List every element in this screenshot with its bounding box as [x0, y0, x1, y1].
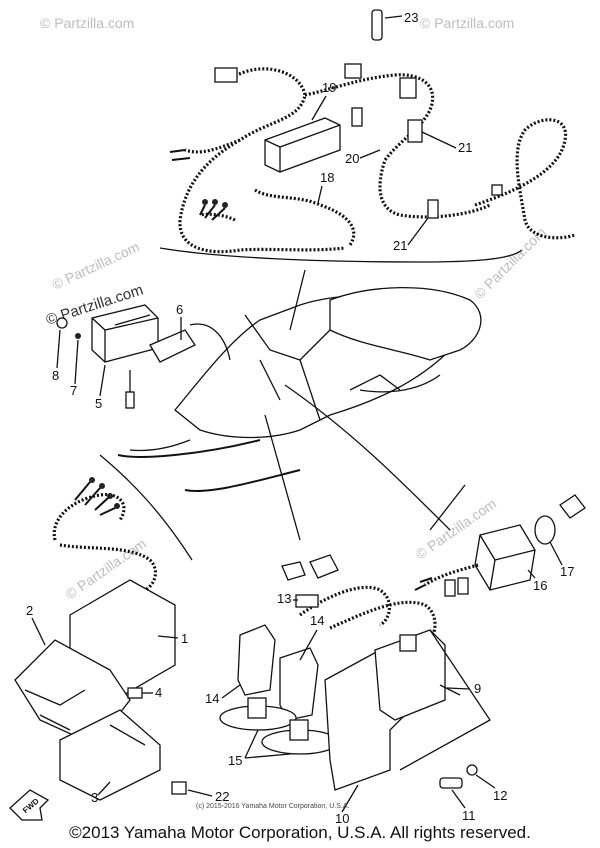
connector-top-mid [344, 63, 362, 79]
bracket-3 [59, 709, 161, 801]
footer-copyright: ©2013 Yamaha Motor Corporation, U.S.A. A… [69, 823, 531, 842]
washer-12 [466, 764, 478, 776]
ignition-coil-group [219, 554, 491, 791]
inline-copyright: (c) 2015-2016 Yamaha Motor Corporation, … [196, 803, 349, 810]
connector-right [399, 77, 417, 99]
plug-cap-14-right [279, 647, 319, 721]
callout-12: 12 [493, 788, 507, 803]
wiring-harness-group [159, 9, 576, 263]
watermark-top-right: © Partzilla.com [420, 15, 514, 31]
callout-1: 1 [181, 631, 188, 646]
watermark-right: © Partzilla.com [471, 224, 549, 302]
connector-21-top [407, 119, 423, 143]
callout-2: 2 [26, 603, 33, 618]
harness-branch-left [184, 138, 241, 154]
leader-lines [99, 269, 466, 561]
callout-14-left: 14 [205, 691, 219, 706]
fwd-arrow: FWD [9, 789, 50, 821]
callout-9: 9 [474, 681, 481, 696]
plug-cap-14-left [237, 624, 276, 696]
callout-23: 23 [404, 10, 418, 25]
lead-ends-top [74, 477, 120, 516]
callouts: 1 2 3 4 5 6 7 8 9 10 11 12 13 14 14 15 1… [26, 10, 574, 826]
callout-14-right: 14 [310, 613, 324, 628]
connector-21-lower [427, 199, 439, 219]
main-harness [178, 67, 346, 254]
callout-13: 13 [277, 591, 291, 606]
switch-nut-17 [534, 515, 556, 545]
connector-small [351, 107, 363, 127]
snowmobile-body [117, 286, 482, 492]
coiled-cable-right [474, 118, 576, 240]
callout-16: 16 [533, 578, 547, 593]
callout-20: 20 [345, 151, 359, 166]
harness-18 [254, 188, 356, 246]
connector-top-left [214, 67, 238, 83]
cdi-unit-19 [264, 117, 341, 173]
main-switch-group [414, 494, 586, 597]
clip-23-shape [371, 9, 383, 41]
bolt-11 [439, 777, 463, 789]
cdi-lower-group: FWD [9, 477, 187, 821]
washer-7 [75, 333, 81, 339]
group-boundary-top [159, 247, 523, 263]
ski-left [117, 439, 261, 458]
seat [329, 286, 482, 361]
bolt-4 [127, 687, 143, 699]
part-22 [171, 781, 187, 795]
callout-10: 10 [335, 811, 349, 826]
callout-22: 22 [215, 789, 229, 804]
callout-5: 5 [95, 396, 102, 411]
harness-branch-lower [199, 212, 236, 222]
harness-20 [304, 73, 491, 219]
bracket-6 [149, 329, 196, 363]
regulator-5 [91, 304, 159, 363]
callout-21-top: 21 [458, 140, 472, 155]
callout-4: 4 [155, 685, 162, 700]
callout-21-bottom: 21 [393, 238, 407, 253]
ski-right [184, 469, 301, 492]
callout-15: 15 [228, 753, 242, 768]
callout-11: 11 [462, 808, 476, 823]
regulator-group [56, 304, 231, 409]
callout-17: 17 [560, 564, 574, 579]
callout-6: 6 [176, 302, 183, 317]
bolt-8 [56, 317, 68, 329]
callout-8: 8 [52, 368, 59, 383]
connector-13-top [281, 561, 306, 581]
connector-13 [295, 594, 319, 608]
lead-bundle-left [169, 149, 228, 221]
callout-19: 19 [322, 80, 336, 95]
key [559, 494, 586, 519]
watermark-top-left: © Partzilla.com [40, 15, 134, 31]
callout-18: 18 [320, 170, 334, 185]
callout-3: 3 [91, 790, 98, 805]
connector-21-bottom [491, 184, 503, 196]
callout-7: 7 [70, 383, 77, 398]
